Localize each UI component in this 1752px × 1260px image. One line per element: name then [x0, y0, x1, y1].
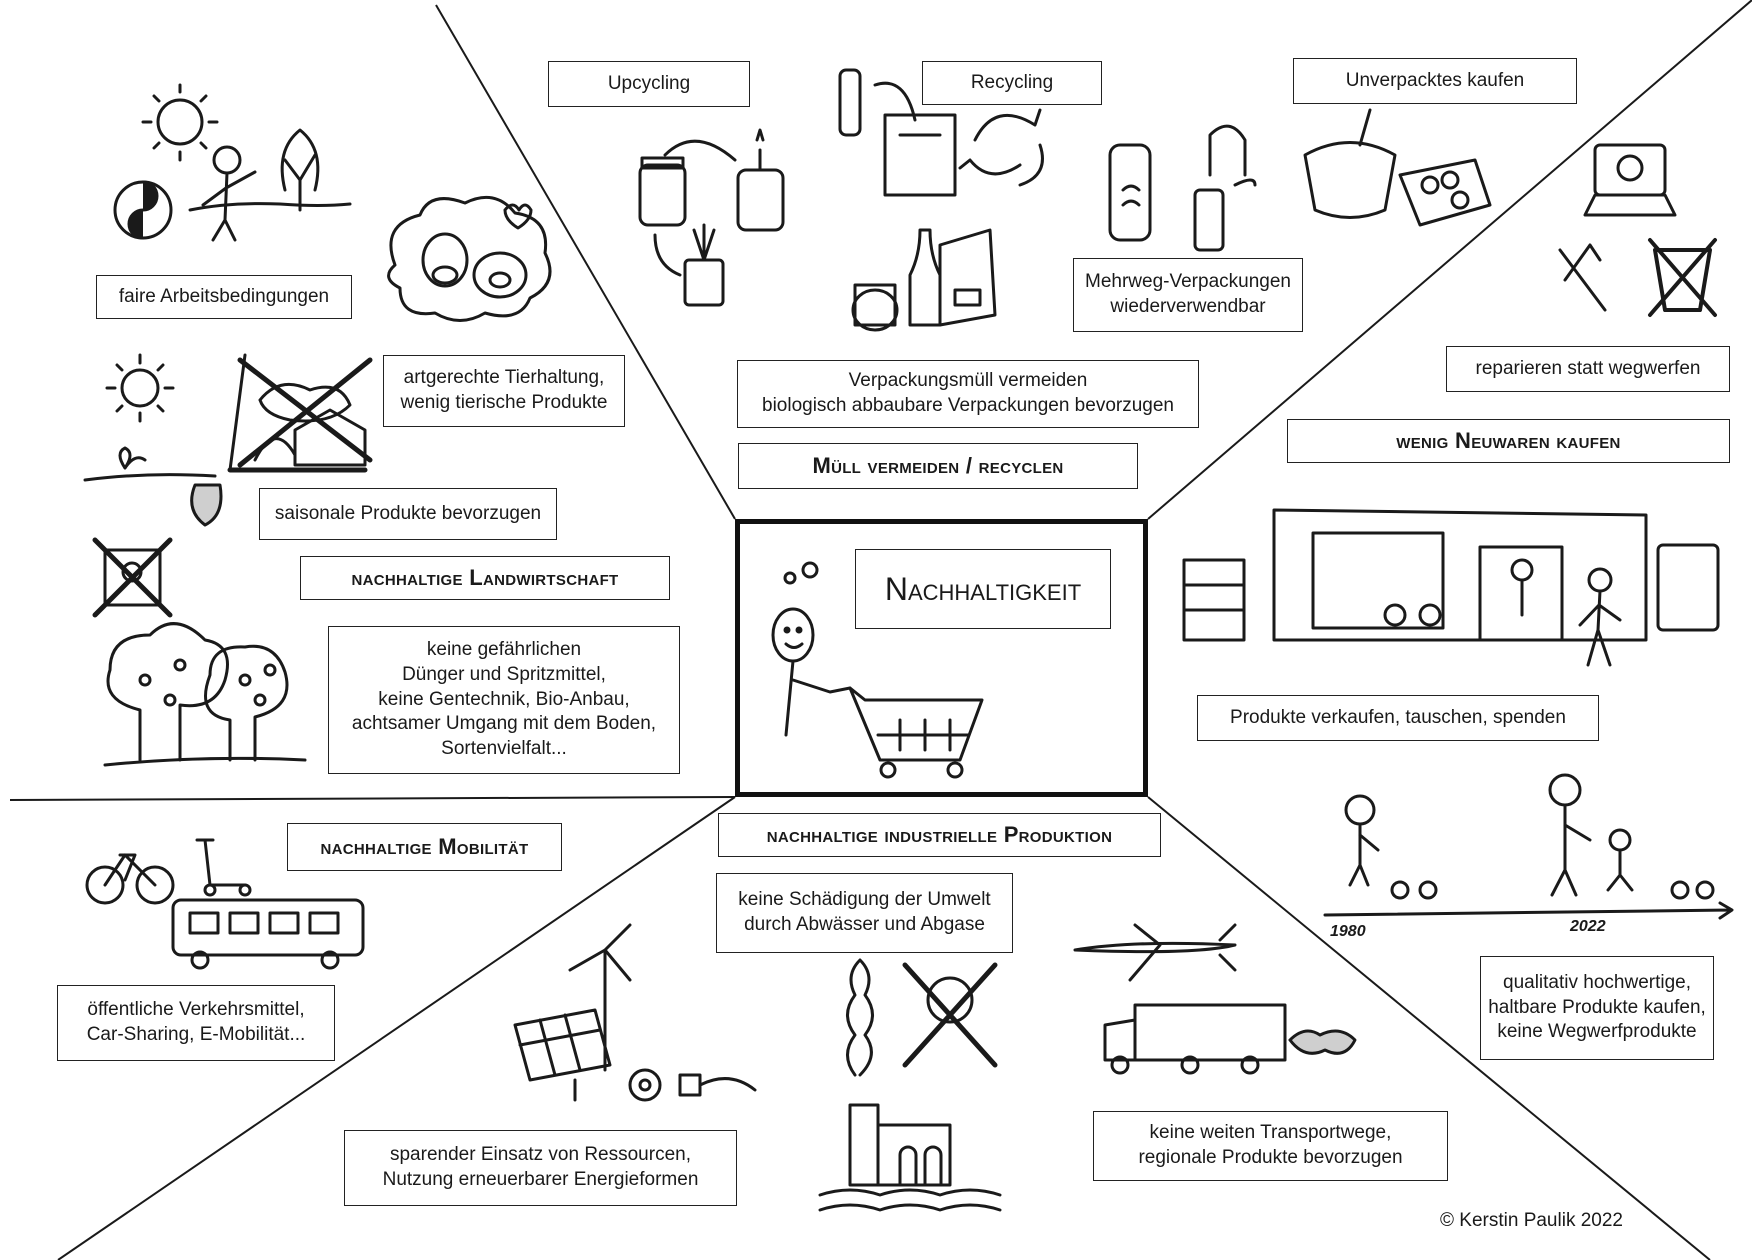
cow-pig-thought-icon [387, 195, 552, 322]
center-title: Nachhaltigkeit [855, 549, 1111, 629]
plane-truck-icon [1073, 923, 1357, 1075]
laptop-tools-icon [1558, 143, 1717, 317]
verkaufen-label: Produkte verkaufen, tauschen, spenden [1197, 695, 1599, 741]
qualitativ-label: qualitativ hochwertige, haltbare Produkt… [1480, 956, 1714, 1060]
bottles-packaging-icon [851, 228, 997, 332]
unverpackt-label: Unverpacktes kaufen [1293, 58, 1577, 104]
copyright-notice: © Kerstin Paulik 2022 [1440, 1210, 1623, 1231]
fair-label: faire Arbeitsbedingungen [96, 275, 352, 319]
solar-wind-plug-icon [513, 923, 757, 1102]
bike-scooter-bus-icon [85, 838, 365, 970]
upcycling-label: Upcycling [548, 61, 750, 107]
muell-header: Müll vermeiden / recyclen [738, 443, 1138, 489]
duenger-label: keine gefährlichen Dünger und Spritzmitt… [328, 626, 680, 774]
mobilitaet-header: nachhaltige Mobilität [287, 823, 562, 871]
shop-storefront-icon [1182, 508, 1720, 667]
oeffentlich-label: öffentliche Verkehrsmittel, Car-Sharing,… [57, 985, 335, 1061]
orchard-trees-icon [103, 622, 307, 767]
verpackung-label: Verpackungsmüll vermeiden biologisch abb… [737, 360, 1199, 428]
transport-label: keine weiten Transportwege, regionale Pr… [1093, 1111, 1448, 1181]
upcycling-jars-icon [638, 128, 785, 307]
crossed-poison-icon [92, 537, 173, 618]
timeline-family-icon [1323, 773, 1734, 920]
sun-field-icon [83, 353, 223, 527]
timeline-start: 1980 [1330, 923, 1366, 940]
saisonal-label: saisonale Produkte bevorzugen [259, 488, 557, 540]
refill-tap-icon [1108, 124, 1257, 252]
ressourcen-label: sparender Einsatz von Ressourcen, Nutzun… [344, 1130, 737, 1206]
sun-person-tree-icon [113, 83, 352, 242]
reparieren-label: reparieren statt wegwerfen [1446, 346, 1730, 392]
basket-box-icon [1303, 108, 1492, 227]
crossed-farm-icon [227, 353, 373, 473]
tierhaltung-label: artgerechte Tierhaltung, wenig tierische… [383, 355, 625, 427]
landwirtschaft-header: nachhaltige Landwirtschaft [300, 556, 670, 600]
factory-icon [818, 958, 1002, 1212]
neuwaren-header: wenig Neuwaren kaufen [1287, 419, 1730, 463]
shopper-with-cart-icon [771, 561, 984, 779]
timeline-end: 2022 [1570, 918, 1606, 935]
umwelt-label: keine Schädigung der Umwelt durch Abwäss… [716, 873, 1013, 953]
recycling-label: Recycling [922, 61, 1102, 105]
recycling-bin-icon [838, 68, 1044, 197]
industrie-header: nachhaltige industrielle Produktion [718, 813, 1161, 857]
mehrweg-label: Mehrweg-Verpackungen wiederverwendbar [1073, 258, 1303, 332]
